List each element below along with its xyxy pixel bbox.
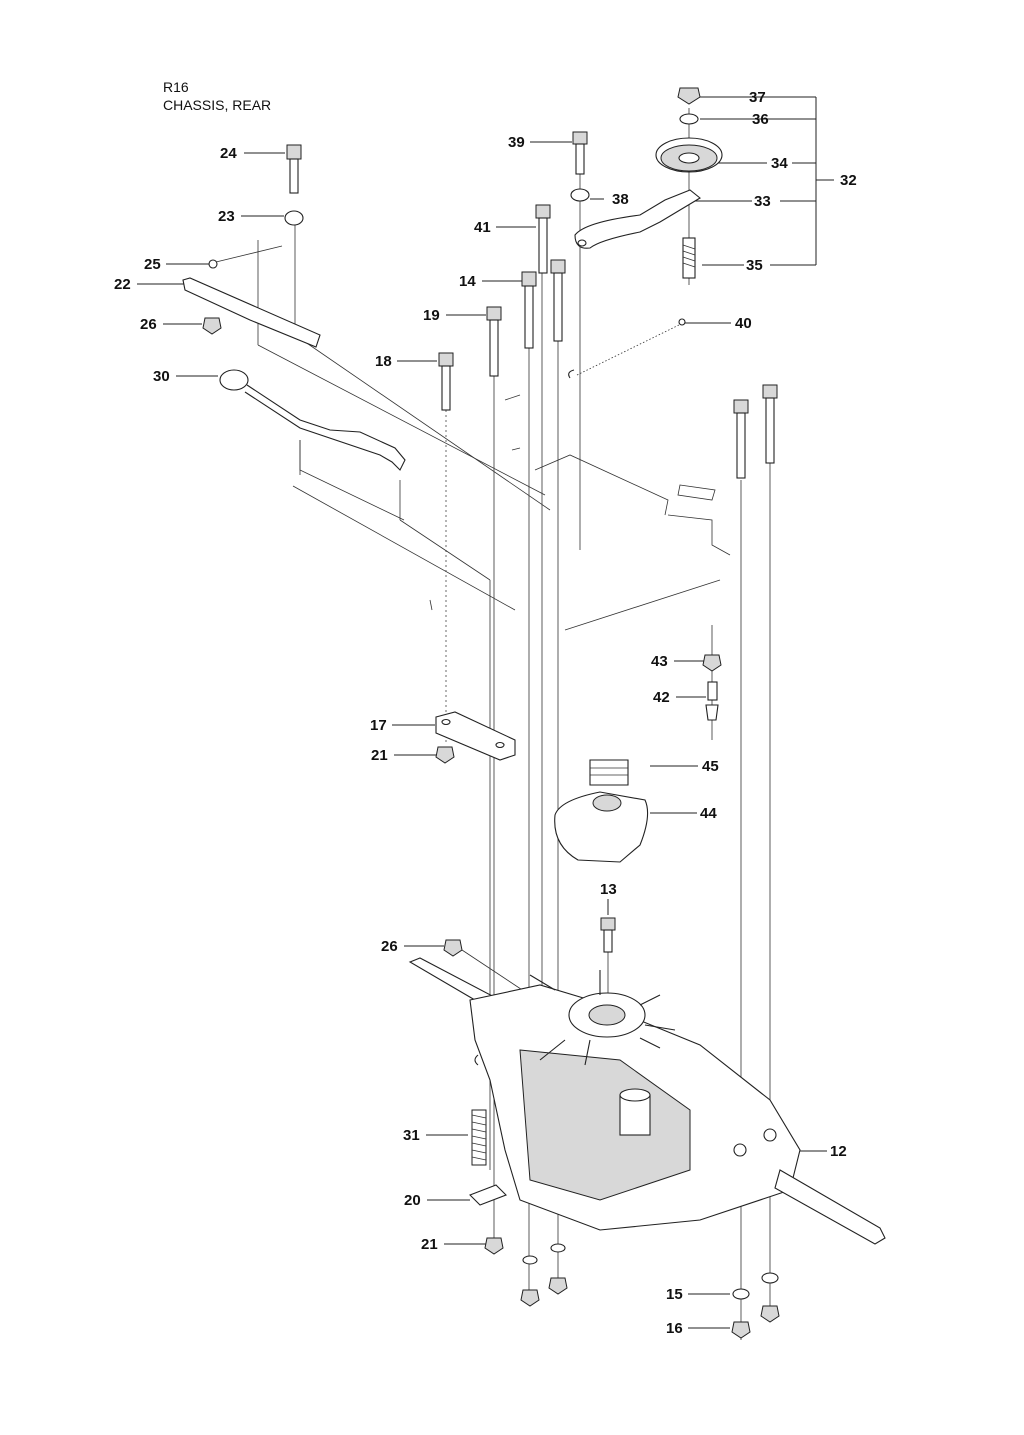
callout-40: 40 [735, 315, 752, 332]
callout-17: 17 [370, 717, 387, 734]
callout-21-lower: 21 [421, 1236, 438, 1253]
callout-14: 14 [459, 273, 476, 290]
spring-40 [568, 318, 686, 379]
chassis-frame-outline [292, 394, 731, 631]
callout-45: 45 [702, 758, 719, 775]
ball-joint-25 [208, 259, 218, 269]
callout-16: 16 [666, 1320, 683, 1337]
callout-13: 13 [600, 881, 617, 898]
callout-37: 37 [749, 89, 766, 106]
bolt-41 [535, 204, 551, 274]
nut-21 [435, 746, 455, 764]
callout-41: 41 [474, 219, 491, 236]
callout-43: 43 [651, 653, 668, 670]
nut-26-lower [443, 939, 463, 957]
callout-38: 38 [612, 191, 629, 208]
callout-39: 39 [508, 134, 525, 151]
bolt-13 [600, 917, 616, 953]
nut-21-lower [484, 1237, 504, 1255]
bolt-18 [438, 352, 454, 411]
callout-30: 30 [153, 368, 170, 385]
callout-32: 32 [840, 172, 857, 189]
callout-26-upper: 26 [140, 316, 157, 333]
bushing-23 [284, 210, 304, 226]
diagram-title: CHASSIS, REAR [163, 97, 272, 113]
callout-34: 34 [771, 155, 788, 172]
callout-35: 35 [746, 257, 763, 274]
callout-44: 44 [700, 805, 717, 822]
nut-37 [677, 87, 701, 105]
callout-33: 33 [754, 193, 771, 210]
diagram-code: R16 [163, 79, 189, 95]
adjuster-42-43 [702, 654, 722, 721]
washer-15 [732, 1288, 750, 1300]
pulley-bracket-33 [574, 189, 701, 249]
plate-20 [469, 1184, 507, 1206]
callout-31: 31 [403, 1127, 420, 1144]
control-linkage [182, 245, 321, 348]
lever-22 [182, 277, 321, 348]
callout-20: 20 [404, 1192, 421, 1209]
nut-16 [731, 1321, 751, 1339]
bolt-14 [521, 271, 537, 349]
leader-lines [137, 96, 834, 1329]
reservoir-44 [554, 759, 649, 863]
bolt-24 [284, 144, 304, 226]
nut-43 [702, 654, 722, 672]
transaxle-12 [408, 957, 886, 1245]
callout-42: 42 [653, 689, 670, 706]
bolt-39 [570, 131, 590, 202]
callout-25: 25 [144, 256, 161, 273]
spring-31 [471, 1054, 487, 1166]
callout-21-upper: 21 [371, 747, 388, 764]
cap-45 [589, 759, 629, 786]
washer-36 [679, 113, 699, 125]
callout-15: 15 [666, 1286, 683, 1303]
bracket-17 [435, 711, 516, 764]
right-axle [774, 1169, 886, 1245]
callout-22: 22 [114, 276, 131, 293]
diagram-header: R16 CHASSIS, REAR [163, 78, 271, 114]
bolts [284, 131, 778, 479]
bolt-19 [486, 306, 502, 377]
callout-18: 18 [375, 353, 392, 370]
callout-labels: 37 36 34 32 33 35 39 38 41 14 19 40 18 2… [114, 89, 857, 1337]
pulley-assembly [574, 87, 723, 279]
washer-38 [570, 188, 590, 202]
callout-36: 36 [752, 111, 769, 128]
callout-24: 24 [220, 145, 237, 162]
callout-23: 23 [218, 208, 235, 225]
callout-26-lower: 26 [381, 938, 398, 955]
callout-12: 12 [830, 1143, 847, 1160]
callout-19: 19 [423, 307, 440, 324]
nut-26 [202, 317, 222, 335]
rod-30 [219, 369, 406, 471]
bottom-nuts [484, 1237, 780, 1339]
